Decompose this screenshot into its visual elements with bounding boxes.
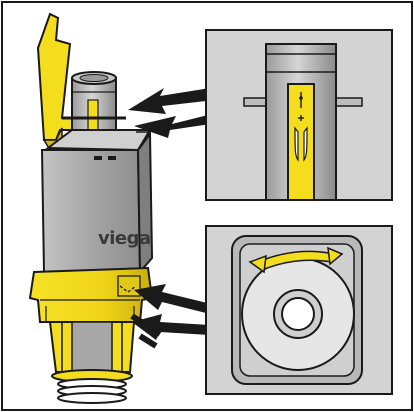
rotation-arrowhead-right [327, 246, 344, 266]
gray-housing-side [136, 131, 154, 275]
rotation-arrowhead-left [248, 254, 267, 274]
scale-slot-right [303, 126, 308, 162]
scale-slot-left [294, 126, 299, 162]
flush-valve-illustration: viega [28, 12, 154, 404]
brand-logo: viega [98, 228, 151, 249]
lower-tube [71, 321, 113, 373]
detail-panel-bottom [205, 225, 393, 395]
lower-tab [117, 275, 141, 297]
gray-housing [40, 149, 142, 273]
housing-slot-b [108, 156, 116, 160]
detail-panel-top [205, 29, 393, 201]
top-tube-opening [79, 74, 109, 82]
arrow-top-lower [134, 112, 224, 138]
housing-slot-a [94, 156, 102, 160]
dial-center-hole [281, 297, 315, 331]
seal-ring-3 [57, 392, 127, 404]
